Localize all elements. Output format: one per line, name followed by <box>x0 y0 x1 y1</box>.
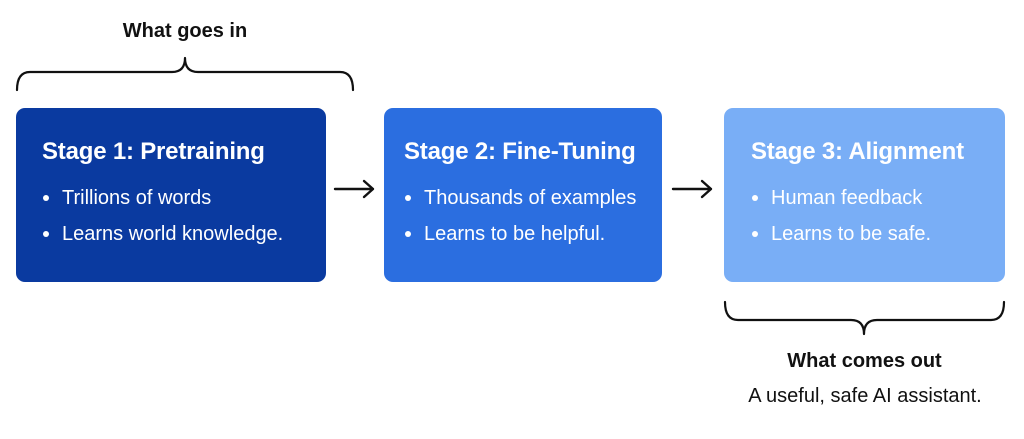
stage-1-bullets: Trillions of words Learns world knowledg… <box>42 180 326 252</box>
stage-2-bullet-1: Thousands of examples <box>404 180 662 216</box>
right-arrow-icon <box>671 179 713 199</box>
output-caption: A useful, safe AI assistant. <box>748 385 982 407</box>
output-brace-icon <box>723 300 1006 336</box>
output-label: What comes out <box>787 350 942 372</box>
stage-2-title: Stage 2: Fine-Tuning <box>404 138 636 165</box>
stage-3-title: Stage 3: Alignment <box>751 138 964 165</box>
stage-2-bullets: Thousands of examples Learns to be helpf… <box>404 180 662 252</box>
stage-3-bullet-1: Human feedback <box>751 180 1005 216</box>
stage-1-box: Stage 1: Pretraining Trillions of words … <box>16 108 326 282</box>
stage-3-bullets: Human feedback Learns to be safe. <box>751 180 1005 252</box>
stage-1-bullet-1: Trillions of words <box>42 180 326 216</box>
stage-3-box: Stage 3: Alignment Human feedback Learns… <box>724 108 1005 282</box>
stage-1-title: Stage 1: Pretraining <box>42 138 265 165</box>
right-arrow-icon <box>333 179 375 199</box>
stage-1-bullet-2: Learns world knowledge. <box>42 216 326 252</box>
input-brace-icon <box>15 56 355 92</box>
input-label: What goes in <box>122 20 248 42</box>
stage-2-bullet-2: Learns to be helpful. <box>404 216 662 252</box>
stage-2-box: Stage 2: Fine-Tuning Thousands of exampl… <box>384 108 662 282</box>
stage-3-bullet-2: Learns to be safe. <box>751 216 1005 252</box>
